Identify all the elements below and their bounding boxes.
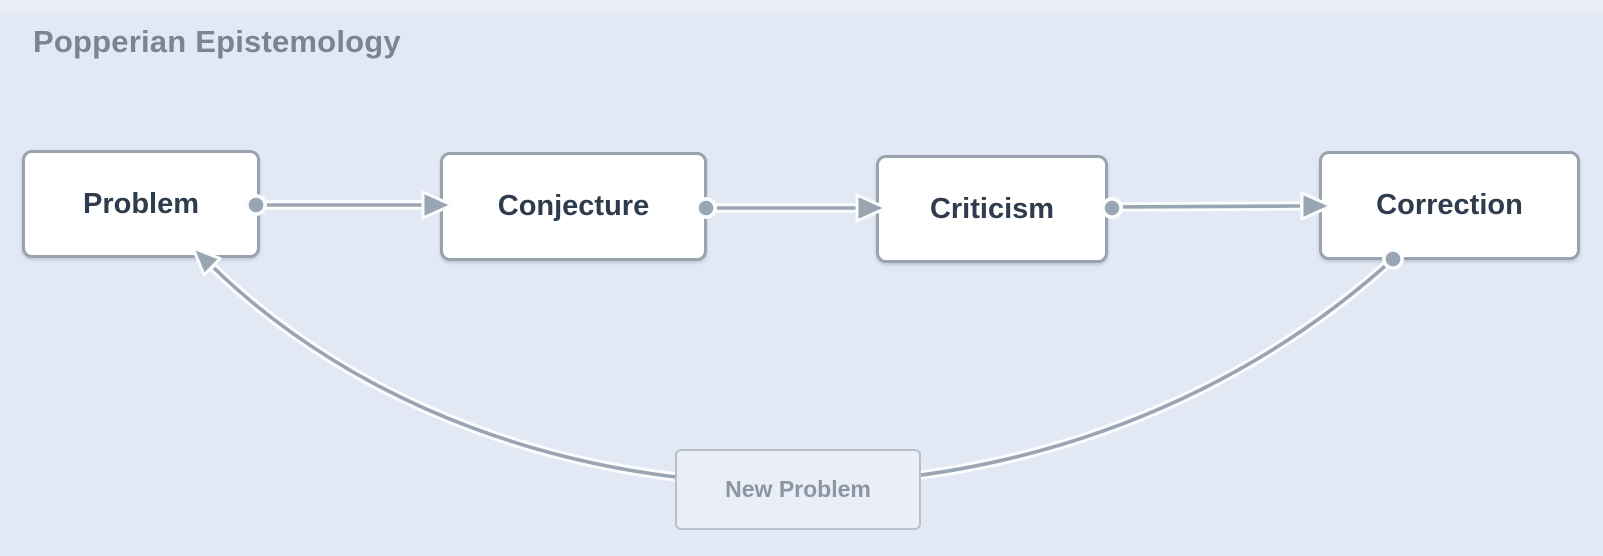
edge-label-new-problem[interactable]: New Problem xyxy=(675,449,921,530)
arrowhead-icon xyxy=(421,190,454,220)
edge-source-dot xyxy=(1385,251,1401,267)
edge-source-dot xyxy=(698,200,714,216)
node-conjecture[interactable]: Conjecture xyxy=(440,152,707,261)
node-problem[interactable]: Problem xyxy=(22,150,260,258)
edge-criticism-correction[interactable] xyxy=(1101,191,1333,221)
edge-conjecture-criticism[interactable] xyxy=(695,193,888,223)
edge-source-dot xyxy=(248,197,264,213)
arrowhead-icon xyxy=(855,193,888,223)
diagram-title: Popperian Epistemology xyxy=(33,24,401,59)
edge-problem-conjecture[interactable] xyxy=(245,190,454,220)
node-criticism[interactable]: Criticism xyxy=(876,155,1108,263)
arrowhead-icon xyxy=(1300,191,1333,221)
edge-line xyxy=(1111,204,1301,209)
arrowhead-icon xyxy=(191,246,222,277)
edge-source-dot xyxy=(1104,200,1120,216)
top-strip xyxy=(0,0,1603,12)
node-correction[interactable]: Correction xyxy=(1319,151,1580,260)
